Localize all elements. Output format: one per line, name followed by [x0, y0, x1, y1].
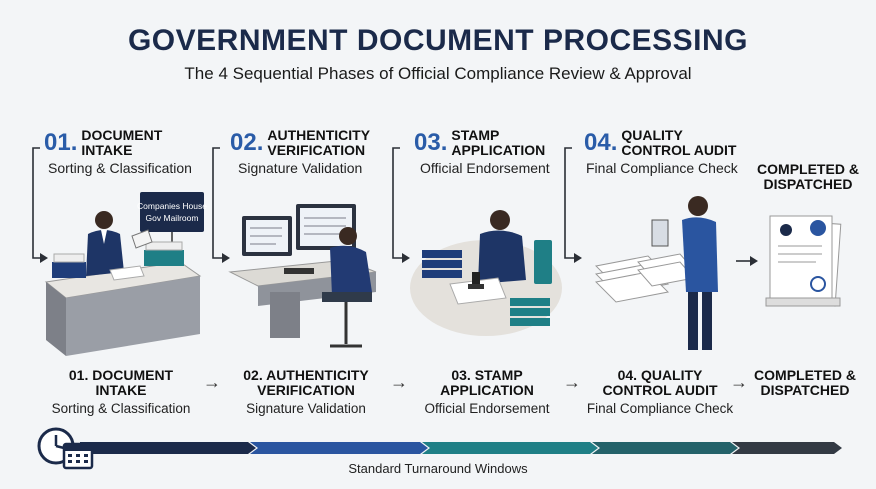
- mailroom-sign-line2: Gov Mailroom: [146, 213, 199, 223]
- phase-2-title-line2: VERIFICATION: [267, 142, 366, 158]
- timeline-segment-3: [422, 442, 598, 454]
- bottom-step-1: 01. DOCUMENT INTAKE Sorting & Classifica…: [40, 367, 202, 417]
- phase-1-header: 01. DOCUMENT INTAKE Sorting & Classifica…: [44, 127, 214, 177]
- final-stage-line2: DISPATCHED: [763, 176, 853, 192]
- bottom-step-5-line2: DISPATCHED: [760, 382, 850, 398]
- bottom-step-1-line1: 01. DOCUMENT: [68, 367, 174, 383]
- intake-desk-illustration: Companies House Gov Mailroom: [44, 192, 207, 356]
- mailroom-sign: [140, 192, 204, 232]
- phase-3-header: 03. STAMP APPLICATION Official Endorseme…: [414, 127, 574, 177]
- timeline-label: Standard Turnaround Windows: [348, 461, 528, 476]
- timeline-segment-1: [80, 442, 256, 454]
- bottom-step-3-line2: APPLICATION: [440, 382, 534, 398]
- bottom-step-5: COMPLETED & DISPATCHED: [750, 368, 860, 398]
- arrow-right-icon: [40, 253, 48, 263]
- timeline-bar: [37, 427, 842, 470]
- phase-4-title-line2: CONTROL AUDIT: [621, 142, 737, 158]
- audit-illustration: [594, 196, 718, 350]
- bottom-step-4-line2: CONTROL AUDIT: [602, 382, 718, 398]
- bottom-step-1-subtitle: Sorting & Classification: [51, 401, 191, 416]
- arrow-right-icon: →: [563, 372, 581, 392]
- bottom-step-4-line1: 04. QUALITY: [617, 367, 703, 383]
- bottom-step-5-line1: COMPLETED &: [754, 367, 856, 383]
- page-title: GOVERNMENT DOCUMENT PROCESSING: [127, 24, 749, 57]
- phase-1-subtitle: Sorting & Classification: [48, 160, 192, 176]
- arrow-right-icon: →: [203, 372, 221, 392]
- phase-1-number: 01.: [44, 129, 78, 156]
- arrow-right-icon: [402, 253, 410, 263]
- calendar-icon: [62, 442, 94, 470]
- phase-3-title-line2: APPLICATION: [451, 142, 546, 158]
- timeline-segment-4: [592, 442, 738, 454]
- arrow-right-icon: →: [390, 372, 408, 392]
- phase-3-number: 03.: [414, 129, 448, 156]
- phase-4-subtitle: Final Compliance Check: [586, 160, 738, 176]
- bottom-step-2-line1: 02. AUTHENTICITY: [243, 367, 369, 383]
- bottom-step-2-subtitle: Signature Validation: [246, 401, 366, 416]
- bottom-step-1-line2: INTAKE: [95, 382, 147, 398]
- bottom-step-4-subtitle: Final Compliance Check: [586, 401, 734, 416]
- arrow-right-icon: [750, 256, 758, 266]
- phase-2-subtitle: Signature Validation: [238, 160, 363, 176]
- bottom-step-2-line2: VERIFICATION: [257, 382, 355, 398]
- bottom-step-3: 03. STAMP APPLICATION Official Endorseme…: [414, 367, 560, 417]
- phase-1-title-line1: DOCUMENT: [81, 127, 163, 143]
- page-subtitle: The 4 Sequential Phases of Official Comp…: [184, 64, 692, 83]
- verification-desk-illustration: [228, 204, 377, 348]
- phase-4-title-line1: QUALITY: [621, 127, 683, 143]
- phase-3-title-line1: STAMP: [451, 127, 500, 143]
- mailroom-sign-line1: Companies House: [137, 201, 207, 211]
- stamp-desk-illustration: [410, 210, 562, 336]
- phase-2-number: 02.: [230, 129, 264, 156]
- timeline-segment-2: [250, 442, 428, 454]
- bottom-step-4: 04. QUALITY CONTROL AUDIT Final Complian…: [582, 367, 738, 417]
- bottom-step-3-subtitle: Official Endorsement: [424, 401, 550, 416]
- phase-4-number: 04.: [584, 129, 618, 156]
- timeline-segment-5: [732, 442, 842, 454]
- phase-4-header: 04. QUALITY CONTROL AUDIT Final Complian…: [584, 127, 744, 177]
- arrow-right-icon: →: [730, 372, 748, 392]
- final-stage-header: COMPLETED & DISPATCHED: [748, 162, 868, 192]
- completed-documents-illustration: [765, 215, 842, 307]
- final-stage-line1: COMPLETED &: [757, 161, 859, 177]
- bottom-step-2: 02. AUTHENTICITY VERIFICATION Signature …: [228, 367, 384, 417]
- phase-2-header: 02. AUTHENTICITY VERIFICATION Signature …: [230, 127, 400, 177]
- arrow-right-icon: [574, 253, 582, 263]
- bottom-step-3-line1: 03. STAMP: [451, 367, 523, 383]
- phase-3-subtitle: Official Endorsement: [420, 160, 550, 176]
- phase-1-title-line2: INTAKE: [81, 142, 133, 158]
- arrow-right-icon: [222, 253, 230, 263]
- phase-2-title-line1: AUTHENTICITY: [267, 127, 371, 143]
